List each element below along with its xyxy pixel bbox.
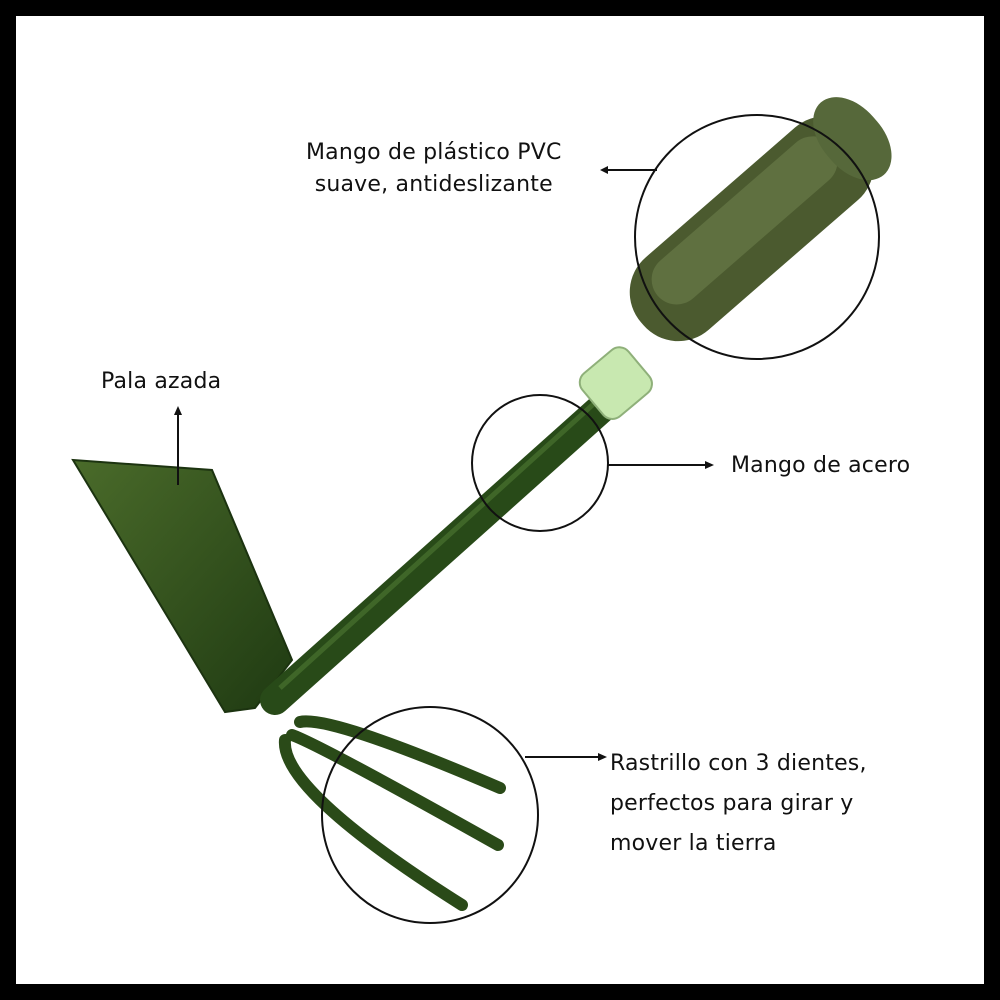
label-line: suave, antideslizante (314, 172, 553, 197)
arrow-icon (705, 461, 714, 469)
callout-circle-rake (321, 706, 539, 924)
label-blade: Pala azada (101, 369, 222, 394)
label-steel-shaft: Mango de acero (731, 453, 911, 478)
rake-tines (278, 715, 506, 911)
label-line: mover la tierra (610, 831, 777, 856)
label-line: perfectos para girar y (610, 791, 854, 816)
label-pvc-handle: Mango de plástico PVC suave, antidesliza… (306, 137, 562, 201)
callout-circle-handle (634, 114, 880, 360)
arrow-icon (600, 166, 608, 174)
label-line: Mango de plástico PVC (306, 140, 562, 165)
pvc-grip (629, 97, 892, 342)
steel-shaft (260, 390, 620, 715)
label-rake: Rastrillo con 3 dientes, perfectos para … (610, 744, 867, 864)
arrow-icon (598, 753, 607, 761)
label-line: Rastrillo con 3 dientes, (610, 751, 867, 776)
arrow-icon (174, 406, 182, 415)
callout-circle-shaft (471, 394, 609, 532)
collar (578, 346, 653, 420)
hoe-blade (71, 458, 294, 714)
